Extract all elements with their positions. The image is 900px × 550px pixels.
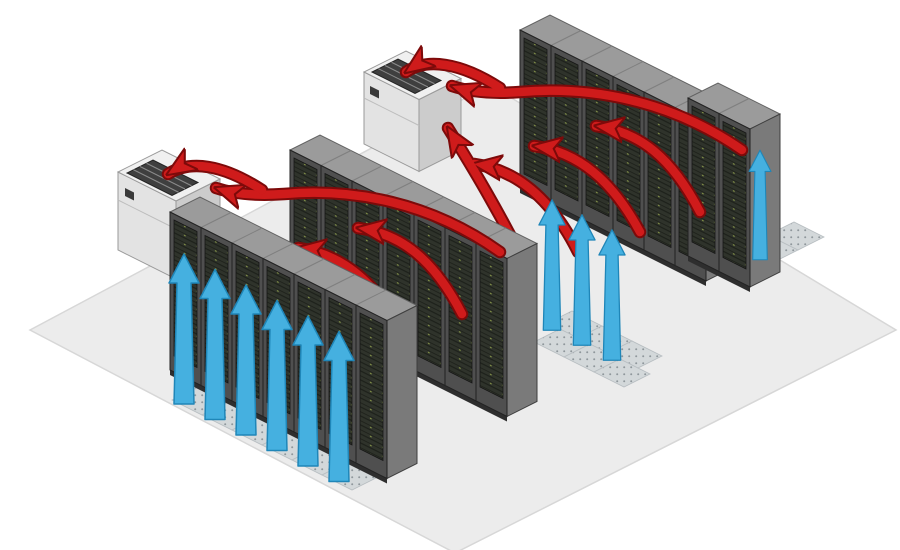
server-cabinet	[413, 211, 446, 386]
hot-air-arrow	[534, 146, 645, 237]
hot-air-arrow	[452, 86, 747, 155]
hot-air-arrow	[216, 188, 505, 257]
hot-air-arrow	[406, 64, 505, 93]
server-cabinet	[550, 45, 583, 220]
rack-top-seams	[320, 150, 507, 244]
rack-end-panel	[506, 242, 538, 418]
crac-panel-seam	[117, 199, 177, 230]
rack-top-seams	[200, 212, 387, 306]
rack-top-seams	[718, 98, 750, 114]
rack-base	[688, 256, 750, 292]
crac-display	[125, 188, 134, 201]
hot-air-arrow	[596, 126, 705, 217]
hot-air-arrow	[358, 228, 467, 319]
hot-air-arrow	[168, 166, 267, 195]
rack-top-seams	[550, 30, 706, 108]
hot-air-arrow	[474, 164, 583, 257]
server-cabinet	[475, 242, 508, 417]
rack-row-right-end	[686, 82, 782, 292]
crac-display	[370, 86, 379, 99]
server-cabinet	[355, 304, 388, 479]
crac-panel-seam	[363, 97, 420, 126]
rack-end-panel	[386, 304, 418, 480]
